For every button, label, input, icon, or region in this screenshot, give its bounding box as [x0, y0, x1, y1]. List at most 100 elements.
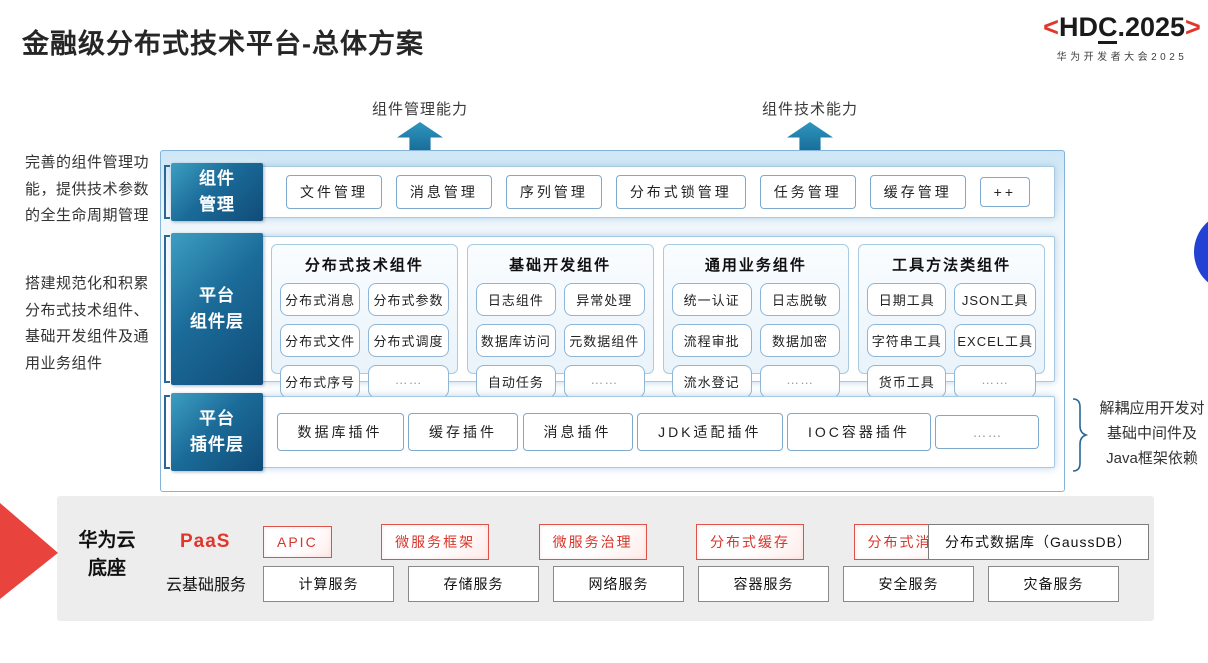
- paas-item: APIC: [263, 526, 332, 558]
- management-capability-label: 组件管理能力: [371, 101, 468, 118]
- technical-capability-label: 组件技术能力: [761, 101, 858, 118]
- management-item: 消息管理: [395, 175, 492, 209]
- management-item: 文件管理: [285, 175, 382, 209]
- component-item: ……: [564, 365, 645, 398]
- group-items: 分布式消息分布式参数分布式文件分布式调度分布式序号……: [280, 283, 449, 398]
- cloud-service-item: 容器服务: [698, 566, 829, 602]
- cloud-services-label: 云基础服务: [166, 577, 247, 594]
- platform-component-layer: 平台 组件层 分布式技术组件 分布式消息分布式参数分布式文件分布式调度分布式序号…: [164, 233, 1055, 398]
- paas-item: 微服务框架: [381, 524, 490, 560]
- component-item: 数据库访问: [475, 324, 557, 357]
- label-line: 平台: [199, 286, 235, 305]
- management-item: ++: [979, 177, 1031, 207]
- component-item: 异常处理: [564, 283, 645, 316]
- component-item: ……: [759, 365, 841, 398]
- component-item: ……: [954, 365, 1036, 398]
- group-title: 通用业务组件: [704, 257, 807, 274]
- component-item: EXCEL工具: [954, 324, 1036, 357]
- paas-item: 微服务治理: [538, 524, 647, 560]
- component-item: 字符串工具: [867, 324, 947, 357]
- cloud-service-item: 存储服务: [408, 566, 539, 602]
- component-item: JSON工具: [954, 283, 1036, 316]
- plugin-item: ……: [935, 415, 1040, 449]
- logo-part3: .2025: [1117, 12, 1186, 42]
- group-title: 基础开发组件: [509, 257, 612, 274]
- component-management-label: 组件 管理: [171, 163, 263, 221]
- cloud-service-item: 安全服务: [843, 566, 974, 602]
- management-item: 任务管理: [759, 175, 856, 209]
- hdc-logo-text: <HDC.2025>: [1036, 12, 1208, 45]
- left-bracket-shape: [164, 165, 170, 219]
- management-items: 文件管理消息管理序列管理分布式锁管理任务管理缓存管理 ++: [261, 166, 1055, 218]
- cloud-service-item: 网络服务: [553, 566, 684, 602]
- component-item: 流程审批: [671, 324, 752, 357]
- management-item: 序列管理: [505, 175, 602, 209]
- component-groups: 分布式技术组件 分布式消息分布式参数分布式文件分布式调度分布式序号…… 基础开发…: [261, 236, 1055, 398]
- right-brace-shape: [1072, 398, 1088, 472]
- component-item: 日志组件: [475, 283, 557, 316]
- group-common-business: 通用业务组件 统一认证日志脱敏流程审批数据加密流水登记……: [662, 244, 850, 398]
- group-title: 工具方法类组件: [892, 257, 1012, 274]
- paas-label: PaaS: [180, 531, 231, 552]
- label-line: 组件层: [190, 312, 244, 331]
- cloud-service-items: 计算服务存储服务网络服务容器服务安全服务灾备服务: [263, 566, 1119, 602]
- group-items: 日志组件异常处理数据库访问元数据组件自动任务……: [475, 283, 645, 398]
- component-item: 日志脱敏: [759, 283, 841, 316]
- label-line: 华为云: [78, 530, 136, 551]
- left-annotation-bottom: 搭建规范化和积累分布式技术组件、基础开发组件及通用业务组件: [25, 275, 150, 372]
- component-item: 货币工具: [867, 365, 947, 398]
- component-item: 分布式序号: [280, 365, 361, 398]
- cloud-service-item: 灾备服务: [988, 566, 1119, 602]
- left-annotation-top: 完善的组件管理功能，提供技术参数的全生命周期管理: [25, 154, 150, 224]
- right-annotation: 解耦应用开发对基础中间件及Java框架依赖: [1099, 400, 1205, 467]
- group-basic-dev: 基础开发组件 日志组件异常处理数据库访问元数据组件自动任务……: [466, 244, 654, 398]
- component-item: 统一认证: [671, 283, 752, 316]
- logo-part1: HD: [1058, 12, 1098, 42]
- component-item: ……: [368, 365, 449, 398]
- plugin-item: 消息插件: [522, 413, 633, 451]
- component-item: 分布式消息: [280, 283, 361, 316]
- red-arrow-shape: [0, 503, 58, 599]
- component-item: 自动任务: [475, 365, 557, 398]
- management-item: 分布式锁管理: [615, 175, 746, 209]
- plugin-item: IOC容器插件: [787, 413, 931, 451]
- component-item: 数据加密: [759, 324, 841, 357]
- platform-component-label: 平台 组件层: [171, 233, 263, 385]
- cloud-service-item: 计算服务: [263, 566, 394, 602]
- paas-database-item: 分布式数据库（GaussDB）: [928, 524, 1149, 560]
- component-item: 分布式文件: [280, 324, 361, 357]
- label-line: 插件层: [190, 435, 244, 454]
- left-bracket-shape: [164, 395, 170, 469]
- component-item: 流水登记: [671, 365, 752, 398]
- label-line: 平台: [199, 409, 235, 428]
- group-items: 统一认证日志脱敏流程审批数据加密流水登记……: [671, 283, 841, 398]
- logo-part2-underlined: C: [1097, 13, 1118, 45]
- component-item: 元数据组件: [564, 324, 645, 357]
- label-line: 管理: [199, 195, 235, 214]
- component-management-layer: 组件 管理 文件管理消息管理序列管理分布式锁管理任务管理缓存管理 ++: [164, 163, 1055, 221]
- plugin-item: JDK适配插件: [637, 413, 783, 451]
- management-item: 缓存管理: [869, 175, 966, 209]
- label-line: 底座: [87, 558, 126, 579]
- component-item: 分布式参数: [368, 283, 449, 316]
- foundation-label: 华为云 底座: [66, 527, 148, 583]
- logo-subtitle: 华为开发者大会2025: [1056, 52, 1188, 64]
- plugin-item: 缓存插件: [408, 413, 519, 451]
- platform-plugin-label: 平台 插件层: [171, 393, 263, 471]
- left-bracket-shape: [164, 235, 170, 383]
- group-title: 分布式技术组件: [304, 257, 424, 274]
- group-distributed-tech: 分布式技术组件 分布式消息分布式参数分布式文件分布式调度分布式序号……: [271, 244, 458, 398]
- platform-diagram: 组件 管理 文件管理消息管理序列管理分布式锁管理任务管理缓存管理 ++ 平台 组件…: [160, 150, 1065, 492]
- page-title: 金融级分布式技术平台-总体方案: [22, 29, 424, 59]
- hdc-2025-logo: <HDC.2025> 华为开发者大会2025: [1036, 12, 1208, 63]
- paas-item: 分布式缓存: [696, 524, 805, 560]
- label-line: 组件: [199, 169, 235, 188]
- logo-right-bracket: >: [1185, 12, 1201, 42]
- logo-left-bracket: <: [1043, 12, 1059, 42]
- component-item: 分布式调度: [368, 324, 449, 357]
